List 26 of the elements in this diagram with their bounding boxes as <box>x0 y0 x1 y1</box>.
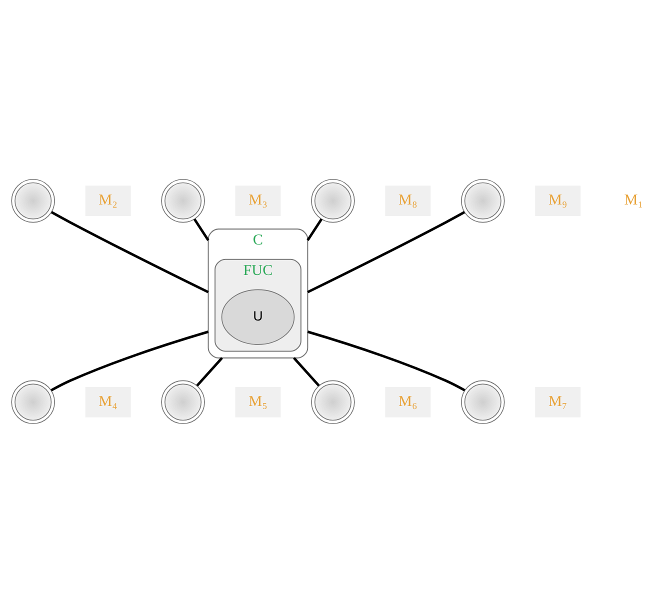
node-ellipse: U <box>221 289 295 345</box>
node-circle <box>460 380 505 424</box>
connector <box>307 330 466 392</box>
node-label: M₅ <box>248 392 268 410</box>
connector <box>306 218 323 241</box>
node-circle <box>11 178 55 223</box>
label: M₁ <box>624 192 644 209</box>
connector <box>307 211 466 294</box>
node-label: M₉ <box>548 192 568 209</box>
node-circle <box>161 178 205 223</box>
node-circle <box>11 380 55 424</box>
connector <box>50 330 209 392</box>
node-label: M₇ <box>548 392 568 410</box>
node-label: M₄ <box>98 392 118 410</box>
node-circle <box>460 178 505 223</box>
connector <box>196 357 223 387</box>
node-circle <box>161 380 205 424</box>
connector <box>193 218 210 241</box>
node-label: M₆ <box>398 392 418 410</box>
connector <box>293 357 320 387</box>
node-label: M₃ <box>248 192 268 209</box>
node-circle <box>311 380 355 424</box>
node-label: M₂ <box>98 192 118 209</box>
node-label: M₈ <box>398 192 418 209</box>
node-circle <box>311 178 355 223</box>
connector <box>50 211 209 294</box>
